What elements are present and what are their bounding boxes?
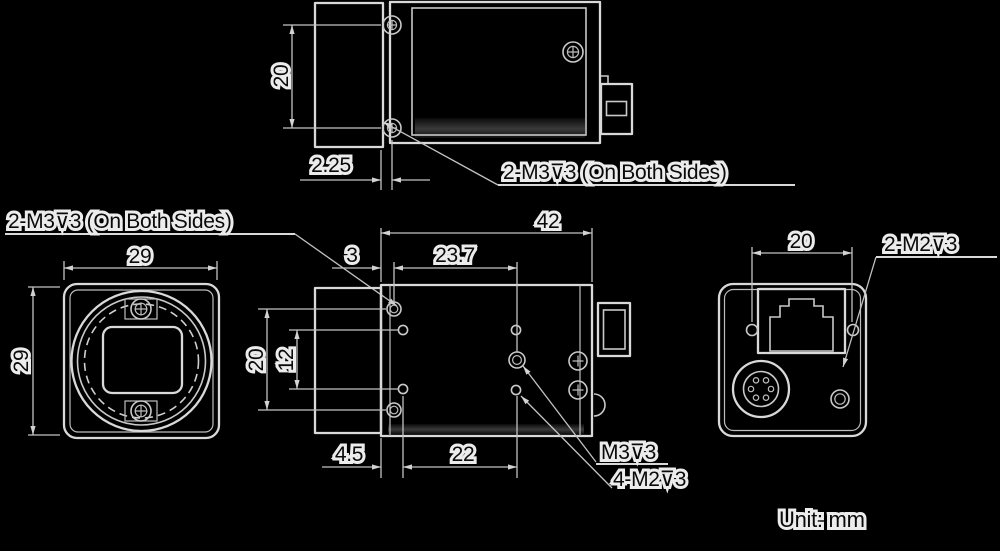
side-view: 20 2.25 2-M3⊽3 (On Both Sides) xyxy=(267,0,795,190)
m3-tripod-hole-icon xyxy=(508,351,526,369)
dim-front-width: 29 xyxy=(129,245,152,268)
dim-lines-back-span xyxy=(751,247,853,322)
label-tripod-hole: M3⊽3 xyxy=(601,441,656,464)
dim-lines-bottom-pitch xyxy=(289,329,398,390)
power-io-connector-icon xyxy=(731,359,791,419)
lens-mount-inner-ring xyxy=(76,296,207,426)
dim-lines-side-20 xyxy=(283,24,381,129)
m2-jack-screw-left-icon xyxy=(745,323,759,337)
lens-barrel-outline xyxy=(313,286,383,435)
rear-connector-side xyxy=(599,75,634,136)
front-screw-bottom-icon xyxy=(130,400,152,422)
rear-connector-bottom xyxy=(593,301,632,417)
m2-hole-rear-bottom-icon xyxy=(510,384,522,396)
dim-tripod-offset: 23.7 xyxy=(435,244,475,267)
side-mount-hole-top-icon xyxy=(382,15,402,35)
back-body-chamfer xyxy=(723,288,862,432)
dim-lines-front-height xyxy=(28,286,60,436)
dim-lines-length xyxy=(380,228,593,282)
label-back-jack-screws: 2-M2⊽3 xyxy=(884,233,957,256)
side-mount-hole-bottom-icon xyxy=(382,118,402,138)
lens-mount-outer-ring xyxy=(70,289,213,433)
m3-hole-front-bottom-icon xyxy=(386,402,402,418)
dim-lines-side-225 xyxy=(300,140,430,190)
dim-back-screw-span: 20 xyxy=(790,230,813,253)
dim-bottom-hole-span: 22 xyxy=(452,443,475,466)
lens-barrel-outline xyxy=(313,1,385,149)
plate-split-lines xyxy=(389,285,581,436)
lens-thread-circle xyxy=(83,303,200,419)
body-inner-panel xyxy=(411,7,587,136)
label-side-mount-holes: 2-M3⊽3 (On Both Sides) xyxy=(503,161,727,184)
back-body-outline xyxy=(717,282,868,438)
dim-lines-side-pitch xyxy=(258,308,386,411)
bottom-view: 42 3 23.7 20 12 4.5 22 M3⊽3 4-M2⊽3 xyxy=(242,207,689,494)
m2-hole-rear-top-icon xyxy=(510,324,522,336)
label-front-mount-holes: 2-M3⊽3 (On Both Sides) xyxy=(8,210,232,233)
dim-front-offset: 4.5 xyxy=(335,443,363,466)
dim-front-height: 29 xyxy=(10,350,33,373)
m2-hole-front-top-icon xyxy=(397,324,409,336)
m2-hole-front-bottom-icon xyxy=(397,383,409,395)
metal-shading xyxy=(415,118,585,138)
dim-side-flange-offset: 2.25 xyxy=(311,154,351,177)
body-outline xyxy=(379,283,594,438)
dim-front-hole-offset: 3 xyxy=(346,244,357,267)
ethernet-jack-icon xyxy=(756,287,847,355)
label-bottom-mount-holes: 4-M2⊽3 xyxy=(613,468,686,491)
unit-note: Unit: mm xyxy=(779,507,865,532)
dim-side-body-height: 20 xyxy=(270,65,293,88)
status-led-icon xyxy=(830,389,850,409)
thumbscrew-notch xyxy=(593,393,606,417)
dim-side-hole-pitch: 20 xyxy=(245,349,268,372)
dim-bottom-hole-pitch: 12 xyxy=(275,349,298,372)
back-view: 20 2-M2⊽3 xyxy=(717,227,997,438)
front-screw-top-icon xyxy=(130,298,152,320)
sensor-cavity xyxy=(101,325,184,395)
front-view: 29 29 2-M3⊽3 (On Both Sides) xyxy=(5,207,398,440)
housing-screw-icon xyxy=(562,41,584,63)
dim-lines-front-width xyxy=(63,261,218,280)
body-outline xyxy=(388,0,602,145)
dim-body-length: 42 xyxy=(537,210,560,233)
rear-screw-top-icon xyxy=(568,351,588,371)
dim-lines-bottom-span xyxy=(322,396,518,478)
front-body-outline xyxy=(62,282,221,440)
dim-lines-hole-offsets xyxy=(332,262,518,352)
rear-screw-bottom-icon xyxy=(568,380,588,400)
metal-shading xyxy=(388,424,584,434)
